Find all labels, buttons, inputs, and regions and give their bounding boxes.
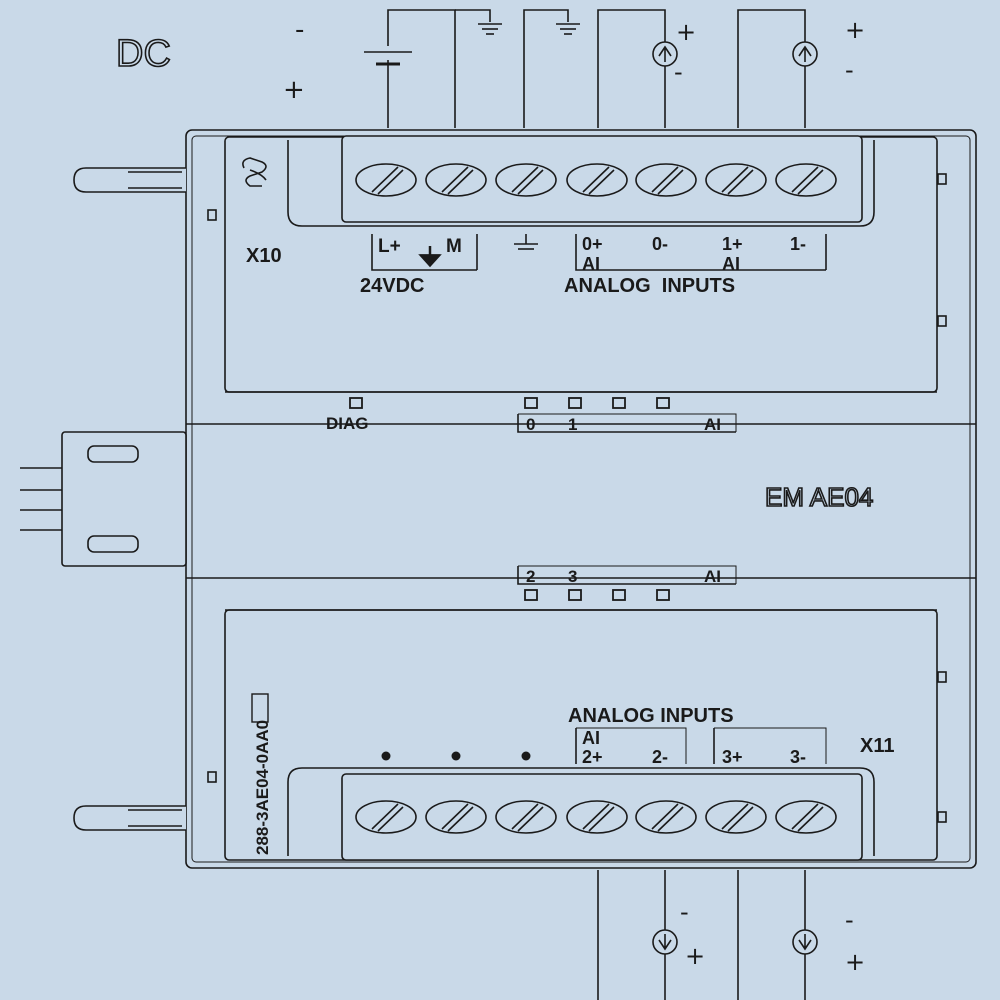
current-source-0-icon	[652, 41, 678, 67]
bottom-terminal-screw-icon	[495, 800, 557, 834]
bottom-wiring	[597, 870, 806, 1000]
loop1-minus-sign: -	[845, 56, 854, 84]
bottom-terminal-screw-icon	[355, 800, 417, 834]
lower-channel-bracket	[517, 565, 737, 585]
current-source-1-icon	[792, 41, 818, 67]
top-terminal-screw-icon	[425, 163, 487, 197]
upper-channel-led	[524, 397, 538, 409]
loop0-plus-sign: +	[676, 18, 696, 46]
channel-label-0: 0	[526, 415, 535, 434]
lower-channel-led	[656, 589, 670, 601]
top-terminal-screw-icon	[775, 163, 837, 197]
lower-ai-tag: AI	[704, 567, 721, 586]
supply-minus-sign: -	[295, 15, 304, 45]
diag-label: DIAG	[326, 414, 369, 433]
terminal-label-1-minus: 1-	[790, 234, 806, 254]
module-title: EM AE04	[765, 482, 873, 512]
power-terminal-bracket	[371, 234, 478, 271]
x10-connector-label: X10	[246, 245, 282, 267]
unused-terminal-dots	[381, 751, 531, 761]
loop1-plus-sign: +	[845, 16, 865, 44]
top-terminal-screws	[355, 163, 837, 197]
bottom-terminal-screw-icon	[705, 800, 767, 834]
analog-inputs-label-bottom: ANALOG INPUTS	[568, 705, 734, 727]
ground-symbol-icon	[514, 234, 538, 250]
ai-prefix-ch1: AI	[722, 254, 740, 274]
top-wiring	[364, 9, 806, 128]
lower-channel-led	[612, 589, 626, 601]
ai-prefix-ch2: AI	[582, 728, 600, 748]
loop2-minus-sign: -	[680, 898, 689, 926]
version-box	[251, 693, 269, 723]
top-terminal-screw-icon	[705, 163, 767, 197]
terminal-label-3-plus: 3+	[722, 747, 743, 767]
top-terminal-screw-icon	[566, 163, 628, 197]
bottom-terminal-screw-icon	[425, 800, 487, 834]
loop3-minus-sign: -	[845, 906, 854, 934]
upper-channel-bracket	[517, 413, 737, 433]
channel-label-1: 1	[568, 415, 577, 434]
upper-channel-leds	[524, 397, 670, 409]
current-source-2-icon	[652, 929, 678, 955]
loop3-plus-sign: +	[845, 948, 865, 976]
bottom-terminal-screw-icon	[566, 800, 628, 834]
analog-inputs-label-top: ANALOG INPUTS	[564, 275, 735, 297]
upper-channel-led	[612, 397, 626, 409]
module-housing	[185, 129, 977, 869]
current-source-3-icon	[792, 929, 818, 955]
ai-prefix-ch0: AI	[582, 254, 600, 274]
loop0-minus-sign: -	[674, 58, 683, 86]
loop2-plus-sign: +	[685, 942, 705, 970]
top-terminal-screw-icon	[635, 163, 697, 197]
bottom-terminal-screw-icon	[775, 800, 837, 834]
order-number-label: 288-3AE04-0AA0	[253, 720, 272, 855]
top-terminal-screw-icon	[355, 163, 417, 197]
terminal-label-m: M	[446, 236, 462, 257]
bottom-terminal-screw-icon	[635, 800, 697, 834]
lower-channel-led	[524, 589, 538, 601]
upper-channel-led	[656, 397, 670, 409]
terminal-label-l-plus: L+	[378, 236, 401, 257]
lower-channel-led	[568, 589, 582, 601]
terminal-label-2-minus: 2-	[652, 747, 668, 767]
supply-type-label: DC	[116, 33, 171, 75]
terminal-label-0-plus: 0+	[582, 234, 603, 254]
top-terminal-screw-icon	[495, 163, 557, 197]
channel-label-2: 2	[526, 567, 535, 586]
led-diag	[349, 397, 363, 409]
bottom-terminal-screws	[355, 800, 837, 834]
siemens-logo-icon	[242, 157, 267, 187]
din-clip-top	[73, 167, 186, 193]
upper-ai-tag: AI	[704, 415, 721, 434]
power-supply-label: 24VDC	[360, 275, 424, 297]
terminal-label-2-plus: 2+	[582, 747, 603, 767]
x11-connector-label: X11	[860, 735, 894, 757]
terminal-label-0-minus: 0-	[652, 234, 668, 254]
din-clip-bottom	[73, 805, 186, 831]
bus-connector	[20, 431, 187, 567]
lower-channel-leds	[524, 589, 670, 601]
analog-terminal-bracket-bottom	[575, 727, 827, 764]
channel-label-3: 3	[568, 567, 577, 586]
terminal-label-1-plus: 1+	[722, 234, 743, 254]
upper-channel-led	[568, 397, 582, 409]
analog-terminal-bracket-top	[575, 234, 827, 271]
supply-plus-sign: +	[283, 75, 305, 105]
terminal-label-3-minus: 3-	[790, 747, 806, 767]
